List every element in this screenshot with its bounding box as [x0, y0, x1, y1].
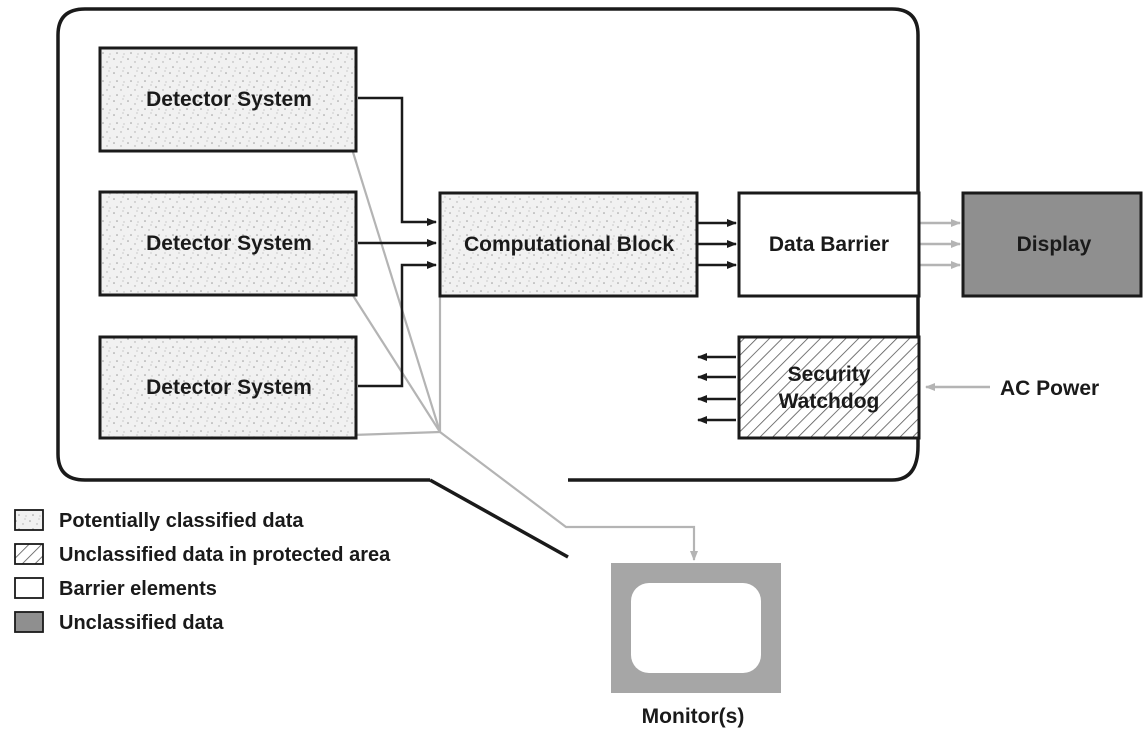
legend-item-barrier-elements: Barrier elements [14, 577, 217, 600]
detector-system-2-label: Detector System [146, 232, 312, 255]
detector-system-3: Detector System [98, 335, 358, 440]
data-barrier-label: Data Barrier [769, 233, 889, 256]
barrier-to-display-arrows [920, 219, 961, 269]
monitor-lines [350, 148, 698, 561]
monitor-icon [611, 563, 781, 693]
legend: Potentially classified data Unclassified… [14, 509, 391, 634]
legend-label: Potentially classified data [59, 510, 304, 532]
legend-item-unclassified: Unclassified data [14, 611, 224, 634]
security-watchdog-label-line1: Security [788, 363, 871, 386]
ac-power-label: AC Power [1000, 377, 1099, 400]
detector-system-1: Detector System [98, 46, 358, 153]
display-label: Display [1017, 233, 1092, 256]
legend-label: Unclassified data in protected area [59, 544, 391, 566]
monitor-label: Monitor(s) [642, 705, 745, 728]
detector-system-3-label: Detector System [146, 376, 312, 399]
legend-label: Barrier elements [59, 578, 217, 600]
detector-system-1-label: Detector System [146, 88, 312, 111]
detector-system-2: Detector System [98, 190, 358, 297]
computation-to-barrier-arrows [697, 219, 737, 269]
display: Display [961, 191, 1143, 298]
security-watchdog-label-line2: Watchdog [779, 390, 880, 413]
data-barrier: Data Barrier [737, 191, 921, 298]
computational-block: Computational Block [438, 191, 699, 298]
computational-block-label: Computational Block [464, 233, 674, 256]
security-watchdog: Security Watchdog [737, 335, 921, 440]
legend-item-potentially-classified: Potentially classified data [14, 509, 304, 532]
detector-to-computation-arrows [358, 96, 437, 388]
legend-label: Unclassified data [59, 612, 224, 634]
legend-item-unclassified-protected: Unclassified data in protected area [14, 543, 391, 566]
watchdog-output-arrows [697, 353, 736, 424]
protected-area-boundary [56, 7, 920, 559]
